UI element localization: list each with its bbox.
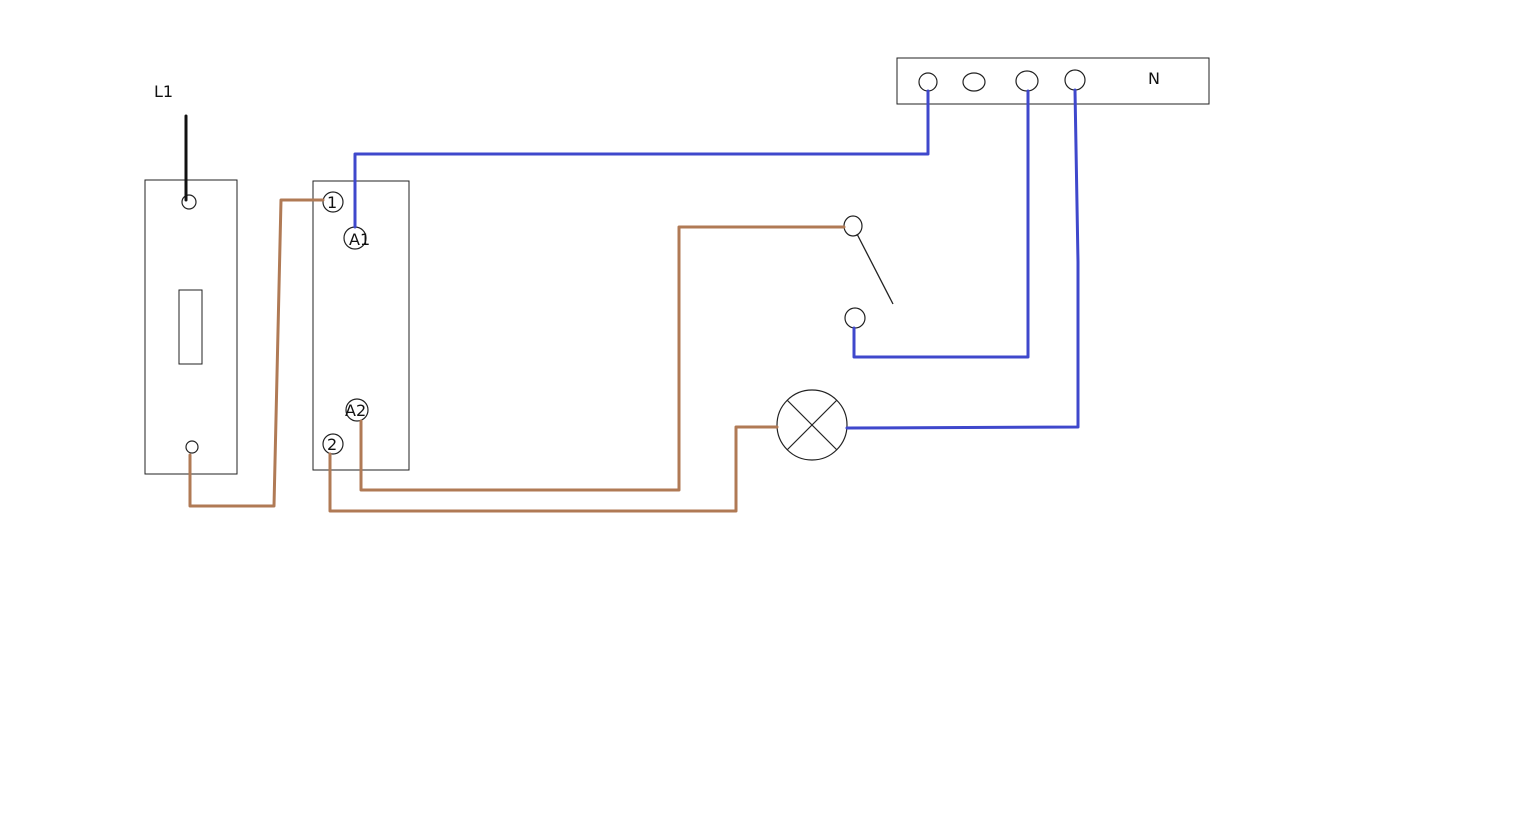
neutral-terminal-3 [1015, 70, 1039, 92]
relay-terminal-a2-label: A2 [345, 401, 366, 420]
neutral-terminal-1 [918, 72, 938, 92]
breaker-bottom-terminal [185, 440, 199, 454]
lamp-cross-2 [786, 399, 838, 451]
neutral-terminal-2 [962, 72, 986, 92]
relay2-to-lamp-wire [328, 425, 779, 513]
phase-label: L1 [154, 82, 173, 101]
breaker-top-terminal [181, 194, 197, 210]
breaker-toggle [178, 289, 203, 365]
relay-terminal-1 [322, 191, 344, 213]
push-button-bottom-terminal [844, 307, 866, 329]
lamp-to-neutral-wire [845, 88, 1080, 430]
circuit-breaker [144, 179, 238, 475]
lamp [776, 389, 848, 461]
relay-terminal-1-label: 1 [327, 193, 337, 212]
wires [184, 88, 1080, 513]
push-button-contact [856, 233, 894, 305]
relay-terminal-2-label: 2 [327, 435, 337, 454]
breaker-to-relay-wire [188, 198, 325, 508]
push-button-top-terminal [843, 215, 863, 237]
a1-to-neutral-wire [353, 89, 930, 229]
neutral-label: N [1148, 69, 1160, 88]
relay-terminal-a2 [345, 398, 369, 422]
pushbutton-to-neutral-wire [852, 89, 1030, 359]
neutral-terminal-4 [1064, 69, 1086, 91]
push-button [843, 215, 894, 329]
relay-terminal-2 [322, 433, 344, 455]
a2-to-pushbutton-wire [359, 225, 846, 492]
relay-terminal-a1-label: A1 [349, 230, 370, 249]
neutral-terminal-block: N [896, 57, 1210, 105]
terminal-block-body [896, 57, 1210, 105]
